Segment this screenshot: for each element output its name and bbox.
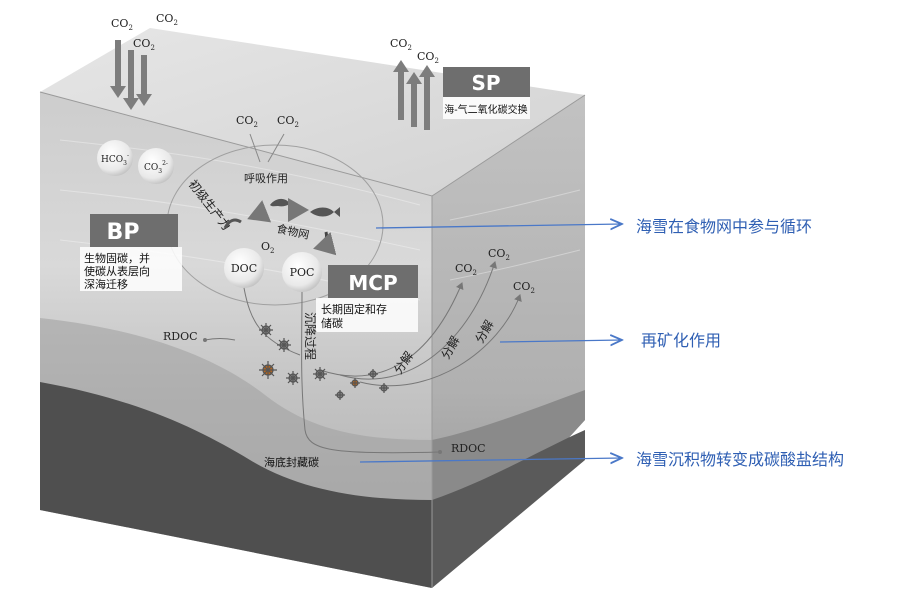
svg-text:CO32-: CO32-: [144, 160, 168, 175]
sinking-label: 沉降过程: [303, 312, 318, 360]
callout-remineralization: 再矿化作用: [499, 331, 721, 350]
svg-text:海雪沉积物转变成碳酸盐结构: 海雪沉积物转变成碳酸盐结构: [636, 450, 844, 469]
food-web-label: 食物网: [275, 221, 310, 242]
microbe-icon: [313, 367, 327, 381]
co2-label-1: CO2: [111, 17, 133, 32]
mcp-line-1: 长期固定和存: [321, 302, 387, 316]
respiration-group: CO2 CO2 呼吸作用: [236, 114, 299, 185]
seafloor-storage-label: 海底封藏碳: [264, 455, 319, 469]
svg-text:CO2: CO2: [455, 262, 477, 277]
sp-caption: 海-气二氧化碳交换: [444, 103, 527, 116]
microbe-icon: [259, 323, 273, 337]
bp-line-3: 深海迁移: [84, 277, 128, 291]
co2-label-2: CO2: [156, 12, 178, 27]
down-arrow-icon: [110, 40, 152, 110]
svg-text:CO2: CO2: [236, 114, 258, 129]
microbe-icon: [259, 361, 277, 379]
co3-bubble: CO32-: [138, 148, 174, 184]
microbe-icons: [259, 323, 389, 400]
carbon-flow-lines: [203, 261, 522, 454]
bp-line-1: 生物固碳，并: [84, 251, 150, 265]
co2-efflux-group: CO2 CO2: [390, 37, 439, 130]
sea-surface: [40, 28, 585, 196]
svg-text:CO2: CO2: [133, 37, 155, 52]
mcp-label-box: MCP 长期固定和存 储碳: [316, 265, 418, 332]
callout-food-web: 海雪在食物网中参与循环: [375, 217, 812, 236]
svg-text:POC: POC: [290, 266, 315, 279]
svg-text:CO2: CO2: [417, 50, 439, 65]
mcp-line-2: 储碳: [321, 316, 343, 330]
fish-icon: [310, 207, 340, 217]
rdoc-upper-label: RDOC: [163, 330, 198, 343]
microbe-icon: [335, 390, 345, 400]
shrimp-icon: [270, 198, 290, 207]
co2-label-4: CO2: [390, 37, 412, 52]
co2-label-5: CO2: [417, 50, 439, 65]
svg-text:CO2: CO2: [277, 114, 299, 129]
svg-text:CO2: CO2: [111, 17, 133, 32]
poc-bubble: POC: [282, 252, 322, 292]
co2-label-3: CO2: [133, 37, 155, 52]
algae-icon: [223, 218, 242, 229]
up-arrow-icon: [393, 60, 435, 130]
svg-text:HCO3-: HCO3-: [101, 152, 129, 167]
svg-text:BP: BP: [107, 220, 140, 245]
svg-text:CO2: CO2: [156, 12, 178, 27]
microbe-icon: [368, 369, 378, 379]
ocean-block: [39, 28, 586, 588]
bp-label-box: BP 生物固碳，并 使碳从表层向 深海迁移: [80, 214, 182, 291]
callout-carbonate: 海雪沉积物转变成碳酸盐结构: [359, 450, 844, 469]
remineralized-co2: CO2 CO2 CO2: [455, 247, 535, 295]
microbe-icon: [379, 383, 389, 393]
svg-text:再矿化作用: 再矿化作用: [641, 331, 721, 350]
svg-text:CO2: CO2: [488, 247, 510, 262]
bp-line-2: 使碳从表层向: [84, 264, 150, 278]
doc-bubble: DOC: [224, 248, 264, 288]
food-web-icons: 食物网: [223, 198, 340, 256]
seafloor-side: [432, 430, 585, 588]
svg-text:海雪在食物网中参与循环: 海雪在食物网中参与循环: [636, 217, 812, 236]
seafloor-rock: [40, 382, 432, 588]
svg-text:CO2: CO2: [390, 37, 412, 52]
svg-text:DOC: DOC: [231, 262, 257, 275]
rdoc-lower-label: RDOC: [451, 442, 486, 455]
svg-text:SP: SP: [471, 71, 500, 95]
respiration-label: 呼吸作用: [244, 172, 288, 185]
hco3-bubble: HCO3-: [97, 140, 133, 176]
svg-text:MCP: MCP: [348, 271, 397, 295]
svg-text:CO2: CO2: [513, 280, 535, 295]
sp-label-box: SP 海-气二氧化碳交换: [443, 67, 530, 119]
o2-label: O2: [261, 240, 275, 255]
microbe-icon: [286, 371, 300, 385]
svg-text:O2: O2: [261, 240, 275, 255]
co2-influx-group: CO2 CO2 CO2: [110, 12, 178, 110]
microbe-icon: [277, 338, 291, 352]
microbe-icon: [350, 378, 360, 388]
